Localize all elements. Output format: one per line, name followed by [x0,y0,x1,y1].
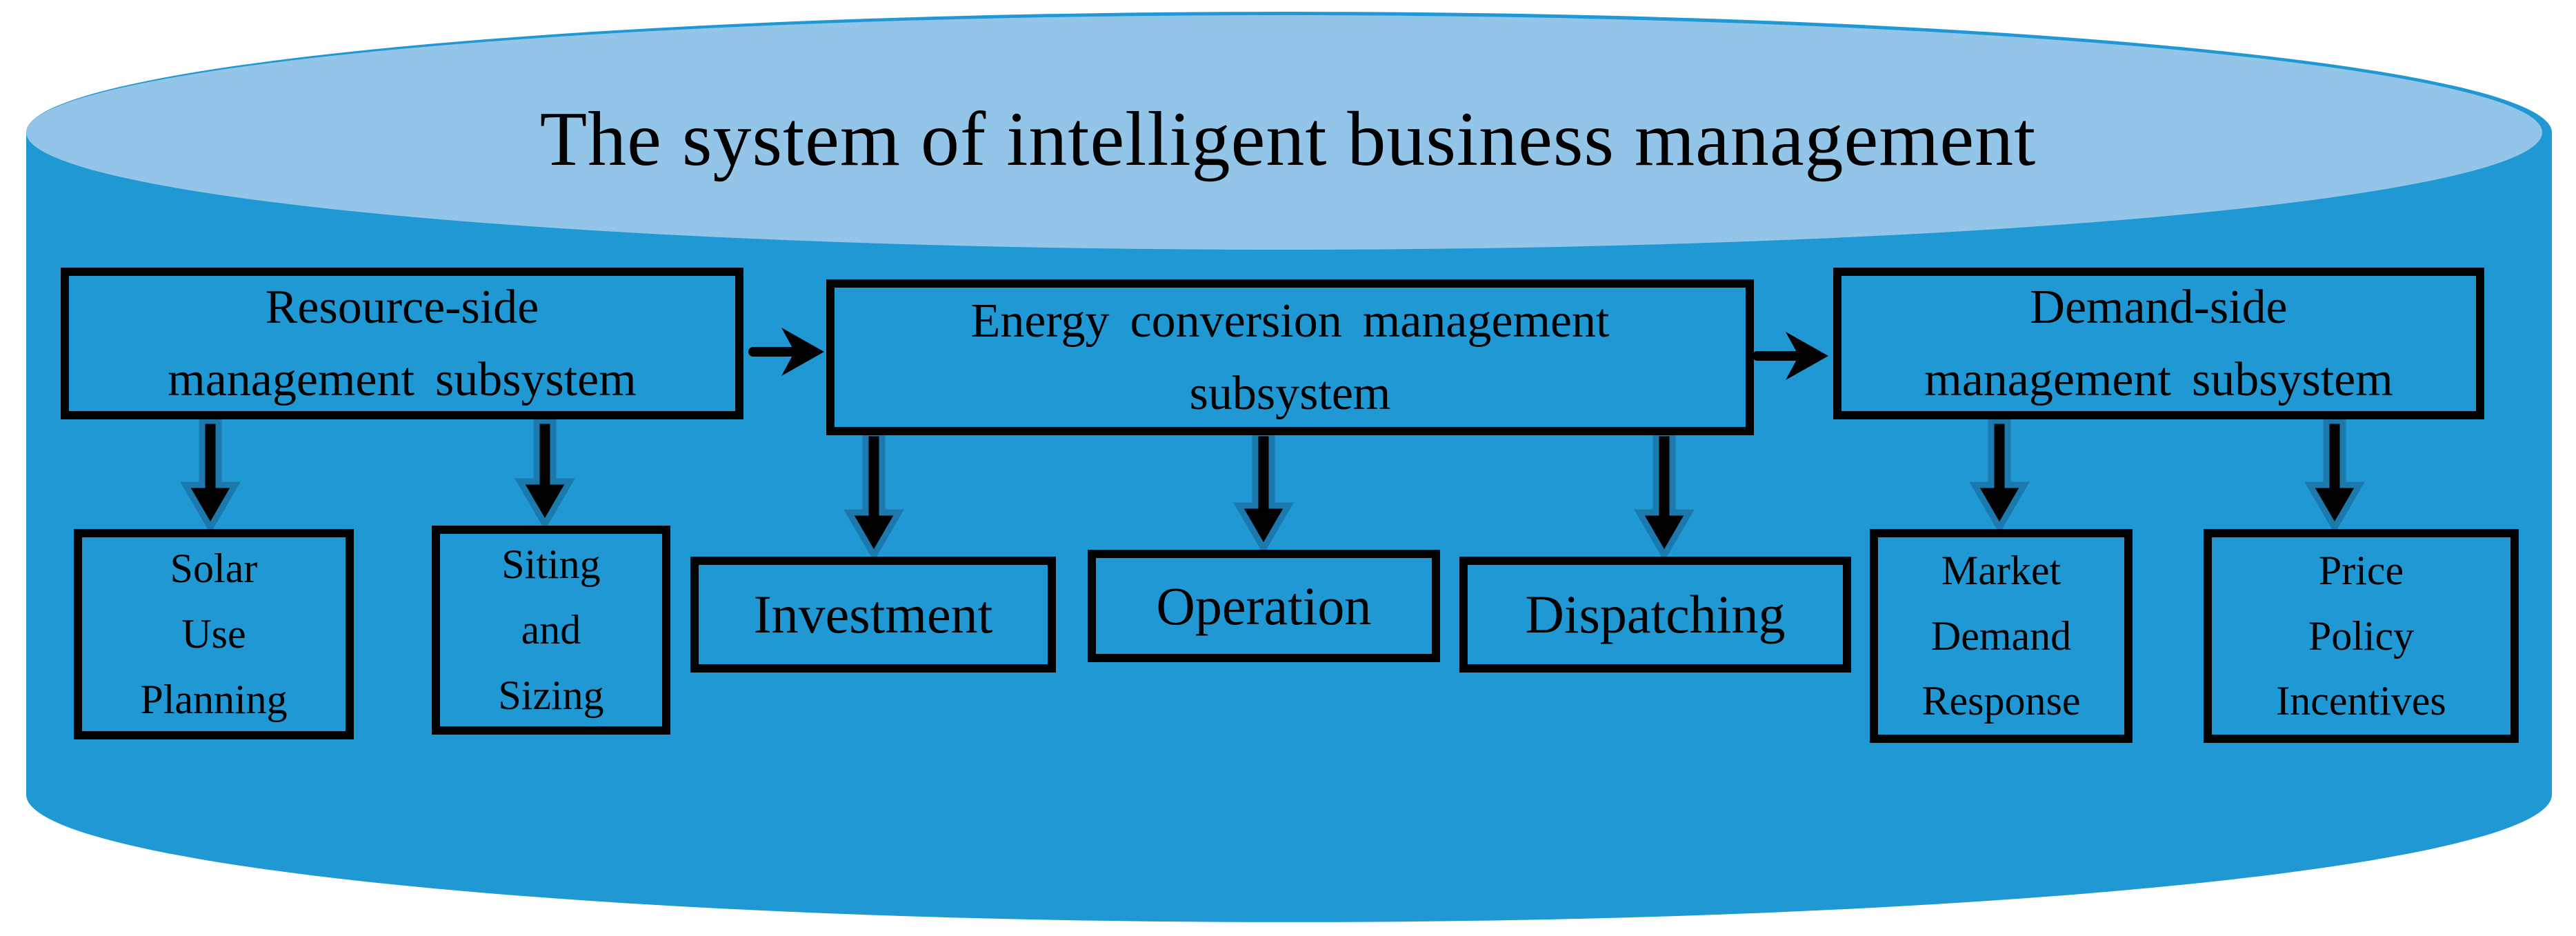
function-box-siting-and-sizing: Siting and Sizing [432,526,670,735]
box-text-line: and [521,607,581,653]
box-text-line: Energy conversion management [970,295,1610,348]
function-box-market-demand-response: Market Demand Response [1870,529,2133,743]
box-text-line: Sizing [498,672,604,718]
box-text-line: Incentives [2276,678,2446,724]
box-text-line: management subsystem [168,353,637,406]
box-text-line: Solar [170,546,258,592]
arrow-right-icon [1786,332,1828,380]
box-text-line: Demand-side [2030,281,2288,334]
box-text-line: subsystem [1189,367,1391,420]
box-text-line: Operation [1156,575,1372,636]
box-text-line: Policy [2308,613,2415,659]
box-text-line: Dispatching [1525,584,1786,644]
cylinder-top-ellipse [26,15,2542,250]
arrow-down-icon-market [1969,417,2030,534]
box-text-line: Use [181,611,246,657]
flow-arrow-right-resource-to-energy [748,328,824,376]
arrow-right-icon [781,328,824,376]
box-text-line: Resource-side [265,281,539,334]
box-text-line: Response [1921,678,2081,724]
arrow-down-icon-siting [515,417,575,530]
function-box-price-policy-incentives: Price Policy Incentives [2204,529,2519,743]
flow-arrow-right-energy-to-demand [1753,332,1828,380]
box-text-line: Demand [1930,613,2072,659]
box-text-line: management subsystem [1924,353,2393,406]
function-box-investment: Investment [690,557,1056,673]
box-text-line: Market [1941,547,2061,593]
box-text-line: Siting [501,541,601,588]
arrow-down-icon-price [2304,417,2365,534]
subsystem-box-resource: Resource-side management subsystem [61,268,743,419]
arrow-down-icon-dispatching [1634,430,1695,561]
subsystem-box-demand: Demand-side management subsystem [1833,268,2484,419]
arrow-down-icon-investment [843,430,904,561]
arrow-down-icon-solar [180,417,241,534]
box-text-line: Investment [753,584,993,644]
function-box-dispatching: Dispatching [1459,557,1851,673]
box-text-line: Price [2318,547,2404,593]
function-box-operation: Operation [1088,550,1440,662]
subsystem-box-energy: Energy conversion management subsystem [826,279,1754,435]
function-box-solar-use-planning: Solar Use Planning [74,529,354,739]
arrow-down-icon-operation [1233,430,1294,555]
diagram-title: The system of intelligent business manag… [539,97,2037,182]
box-text-line: Planning [140,676,288,722]
cylinder-body-shape [26,12,2552,922]
